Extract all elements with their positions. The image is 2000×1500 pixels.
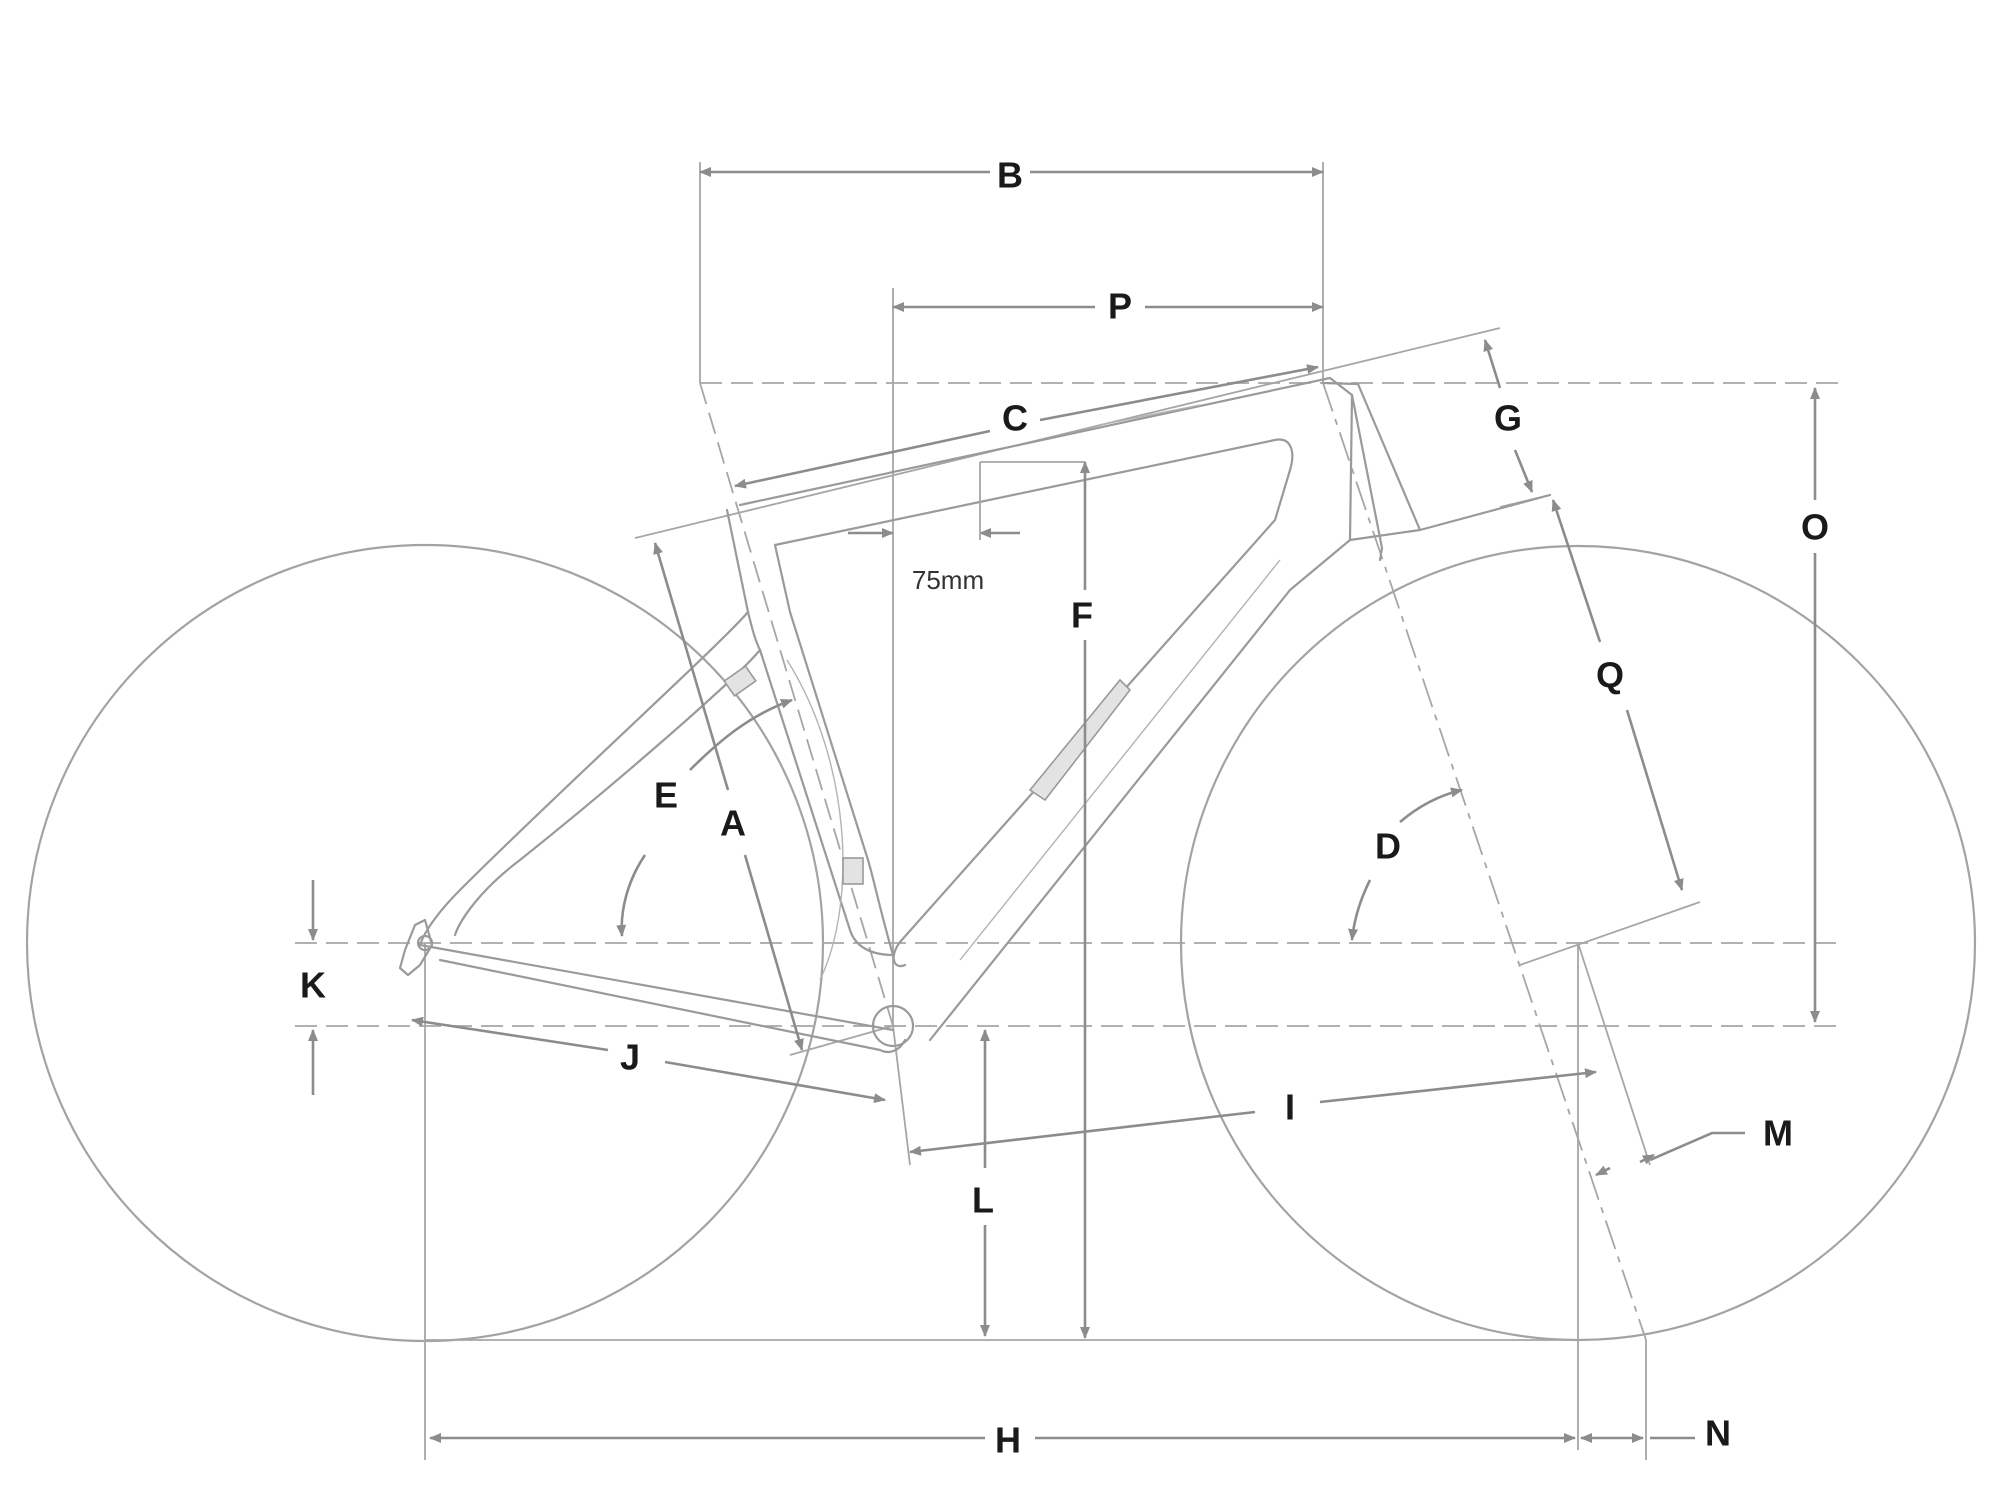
label-p: P [1108,286,1132,327]
label-l: L [972,1180,994,1221]
fork-axle-line [1577,942,1651,1166]
dim-m-leader [1649,1131,1745,1162]
top-tube-detail [1099,404,1201,426]
down-tube-detail [959,559,1281,961]
top-tube [738,376,1332,547]
top-tube-extension [634,327,1501,539]
dim-a-down [743,854,804,1051]
label-b: B [997,155,1023,196]
label-i: I [1285,1087,1295,1128]
label-n: N [1705,1413,1731,1454]
seat-stay [418,610,762,947]
rear-axle [416,934,434,952]
dim-i-right [1319,1068,1597,1104]
label-m: M [1763,1113,1793,1154]
dim-g-up [1483,339,1502,389]
rear-dropout [398,918,434,977]
dim-m-arrow-a [1595,1165,1611,1177]
dim-g-down [1513,449,1534,493]
seat-tube [725,508,895,957]
label-h: H [995,1420,1021,1461]
down-tube [892,376,1354,1042]
label-c: C [1002,398,1028,439]
fork-offset-line [1519,901,1701,966]
dim-m-arrow-b [1639,1153,1655,1165]
dim-q-down [1625,709,1684,891]
dim-c-left [734,429,991,489]
steering-axis [1322,382,1647,1341]
label-o: O [1801,507,1829,548]
label-a: A [720,803,746,844]
head-tube [1321,381,1422,550]
seat-tube-axis [699,382,894,1027]
fork-blade [1378,493,1552,562]
dim-j-right [664,1060,886,1104]
bottle-cage-boss [1028,678,1132,802]
label-j: J [620,1037,640,1078]
dim-a-up [653,542,730,791]
dim-i-left [909,1110,1256,1156]
chainstay-line [789,1025,894,1056]
dim-q-up [1551,499,1602,643]
label-75mm: 75mm [912,565,984,595]
dim-d-arc-upper [1399,787,1463,823]
label-g: G [1494,398,1522,439]
dim-j-left [411,1016,609,1052]
dim-e-arc-upper [689,698,793,771]
label-f: F [1071,595,1093,636]
bottom-bracket [871,1004,915,1048]
label-d: D [1375,826,1401,867]
chain-stay [418,943,907,1054]
front-derailleur-mount [842,857,864,885]
dim-e-arc-lower [616,854,647,937]
seatstay-bridge [723,665,757,697]
dim-d-arc-lower [1348,879,1372,941]
label-q: Q [1596,655,1624,696]
label-k: K [300,965,326,1006]
label-e: E [654,775,678,816]
seat-stay-inner [786,659,844,981]
dim-c-right [1039,364,1319,422]
